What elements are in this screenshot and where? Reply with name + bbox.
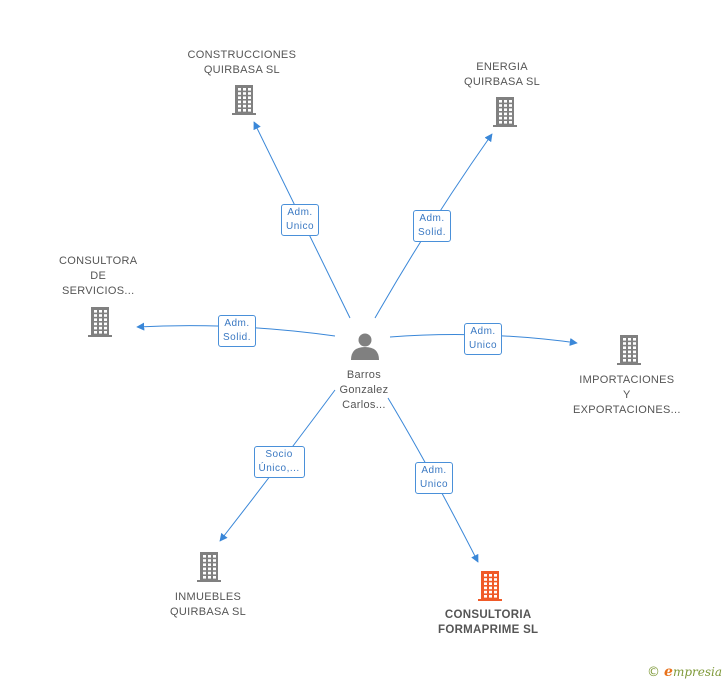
edge-label-importaciones[interactable]: Adm. Unico [464,323,503,355]
brand-name: mpresia [672,665,722,679]
node-label-line: CONSTRUCCIONES [187,49,297,61]
building-icon-energia[interactable] [493,97,517,127]
node-label-line: SERVICIOS... [61,285,135,297]
node-label-line: Y [623,389,631,401]
node-label-line: IMPORTACIONES [579,374,675,386]
node-label-line: Barros [346,369,382,381]
edge-label-line: Unico [469,340,498,351]
edge-label-line: Adm. [224,318,250,329]
company-label-inmuebles[interactable]: INMUEBLES QUIRBASA SL [170,590,246,620]
edge-label-line: Solid. [223,332,252,343]
company-label-energia[interactable]: ENERGIA QUIRBASA SL [464,60,540,90]
person-icon[interactable] [351,333,379,361]
company-label-importaciones[interactable]: IMPORTACIONES Y EXPORTACIONES... [573,373,681,418]
footer-brand[interactable]: ©empresia [647,664,722,680]
building-icon-consultora-servicios[interactable] [88,307,112,337]
node-label-line: INMUEBLES [174,591,242,603]
edge-label-line: Adm. [287,207,313,218]
edge-label-line: Único,... [258,463,300,474]
edge-label-line: Adm. [419,213,445,224]
brand-initial: e [664,664,673,680]
edge-label-construcciones[interactable]: Adm. Unico [281,204,320,236]
edge-label-line: Unico [286,221,315,232]
node-label-line: QUIRBASA SL [203,64,280,76]
edge-label-line: Solid. [418,227,447,238]
node-label-line: CONSULTORA [59,255,138,267]
company-label-consultora-servicios[interactable]: CONSULTORA DE SERVICIOS... [59,254,137,299]
node-label-line: Gonzalez [339,384,389,396]
node-label-line: QUIRBASA SL [170,606,247,618]
company-label-formaprime[interactable]: CONSULTORIA FORMAPRIME SL [438,608,538,638]
edge-label-consultora-servicios[interactable]: Adm. Solid. [218,315,257,347]
node-label-line: DE [90,270,107,282]
node-label-line: EXPORTACIONES... [573,404,681,416]
building-icon-construcciones[interactable] [232,85,256,115]
edge-label-energia[interactable]: Adm. Solid. [413,210,452,242]
copyright-symbol: © [647,665,661,680]
edge-label-formaprime[interactable]: Adm. Unico [415,462,454,494]
building-icon-importaciones[interactable] [617,335,641,365]
node-label-line: CONSULTORIA [444,609,532,621]
edges [136,121,578,563]
node-label-line: ENERGIA [476,61,528,73]
edge-label-line: Adm. [421,465,447,476]
edge-label-line: Socio [265,449,293,460]
building-icon-formaprime[interactable] [478,571,502,601]
edge-label-line: Unico [420,479,449,490]
building-icon-inmuebles[interactable] [197,552,221,582]
company-label-construcciones[interactable]: CONSTRUCCIONES QUIRBASA SL [188,48,297,78]
node-label-line: FORMAPRIME SL [438,624,539,636]
node-label-line: QUIRBASA SL [464,76,541,88]
edge-label-line: Adm. [470,326,496,337]
node-label-line: Carlos... [342,399,386,411]
icons [88,85,641,601]
